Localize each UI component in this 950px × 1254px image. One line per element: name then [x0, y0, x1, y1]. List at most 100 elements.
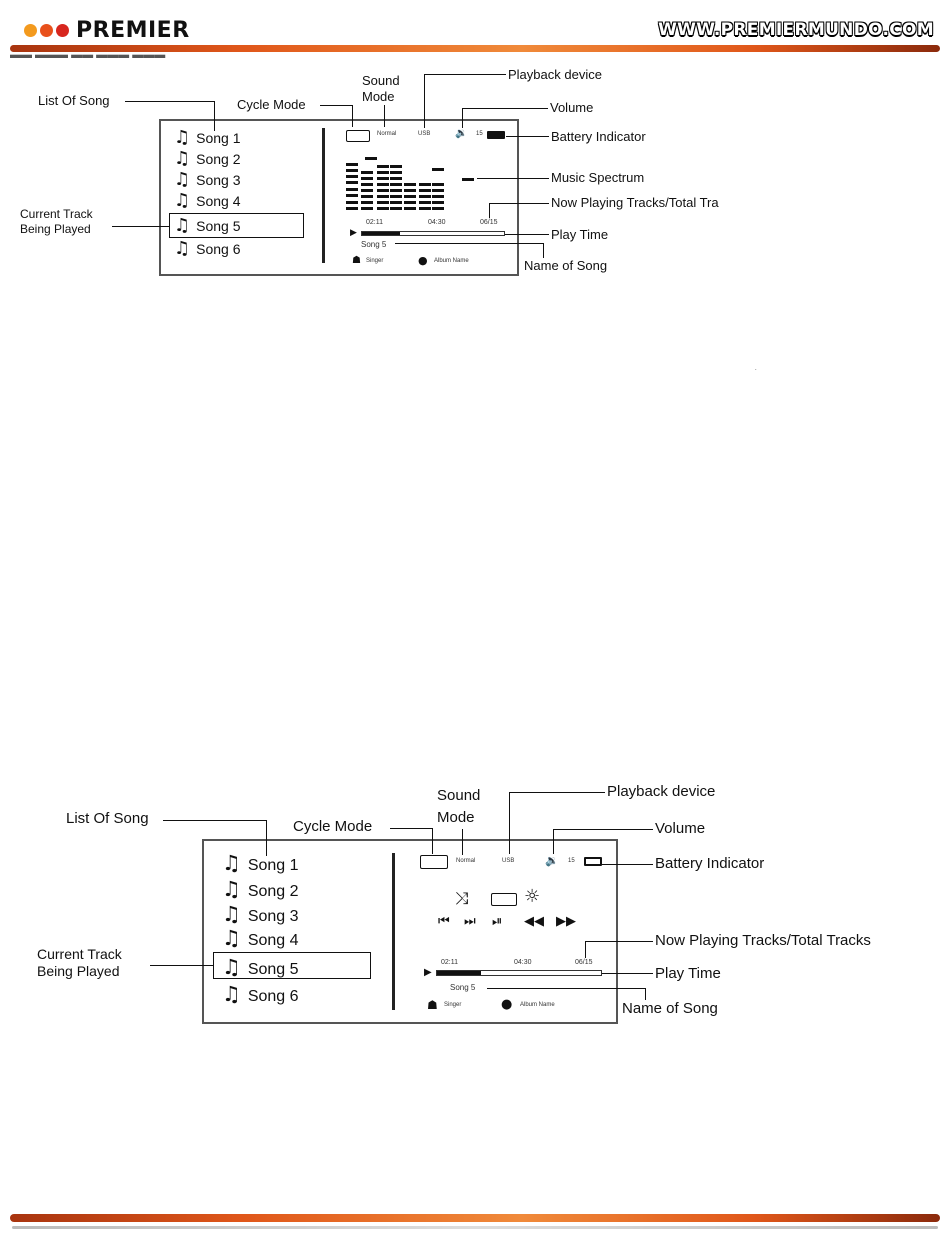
- song-item: ♫Song 2: [222, 877, 299, 901]
- logo-dot-2: [40, 24, 53, 37]
- label-current-track: Current Track Being Played: [37, 946, 122, 979]
- leader-line: [390, 828, 432, 829]
- volume-icon: 🔉: [455, 128, 468, 139]
- album-icon: ●: [418, 254, 428, 267]
- device-value: USB: [502, 858, 515, 864]
- track-count: 06/15: [480, 219, 498, 226]
- music-note-icon: ♫: [174, 169, 191, 190]
- progress-fill: [362, 232, 401, 235]
- leader-line: [163, 820, 266, 821]
- leader-line: [432, 828, 433, 854]
- music-note-icon: ♫: [174, 238, 191, 259]
- label-sound-mode: Sound Mode: [362, 73, 400, 104]
- player-screen-bottom: [202, 839, 618, 1024]
- leader-line: [509, 792, 605, 793]
- label-cycle-mode: Cycle Mode: [237, 97, 306, 112]
- song-item: ♫Song 4: [174, 190, 241, 211]
- label-battery: Battery Indicator: [551, 129, 646, 144]
- song-item: ♫Song 6: [222, 982, 299, 1006]
- song-item-current: ♫Song 5: [174, 215, 241, 236]
- song-item: ♫Song 3: [174, 169, 241, 190]
- label-volume: Volume: [550, 100, 594, 115]
- label-name-of-song: Name of Song: [524, 258, 608, 273]
- volume-icon: 🔉: [545, 854, 559, 867]
- leader-line: [489, 203, 490, 218]
- play-pause-icon: ⏯: [492, 914, 503, 929]
- singer-name: Singer: [366, 258, 384, 264]
- label-list-of-song: List Of Song: [38, 93, 110, 108]
- leader-line: [125, 101, 215, 102]
- leader-line: [585, 941, 586, 958]
- footer-accent-bar: [10, 1214, 940, 1222]
- total-time: 04:30: [514, 959, 532, 966]
- music-note-icon: ♫: [222, 902, 241, 926]
- leader-line: [424, 74, 425, 128]
- album-name: Album Name: [520, 1002, 555, 1008]
- current-track-highlight: [169, 213, 304, 238]
- progress-fill: [437, 971, 482, 975]
- music-note-icon: ♫: [174, 190, 191, 211]
- label-current-track: Current Track Being Played: [20, 207, 93, 236]
- album-name: Album Name: [434, 258, 469, 264]
- progress-bar: [361, 231, 505, 236]
- device-value: USB: [418, 131, 431, 137]
- progress-bar: [436, 970, 602, 976]
- song-item: ♫Song 1: [222, 851, 299, 875]
- song-name: Song 5: [361, 240, 387, 249]
- leader-line: [509, 792, 510, 854]
- label-sound-mode: Sound Mode: [437, 787, 481, 826]
- screen-divider: [322, 128, 325, 263]
- volume-value: 15: [476, 131, 483, 137]
- previous-icon: ⏮: [438, 914, 450, 929]
- sound-mode-value: Normal: [377, 131, 397, 137]
- leader-line: [543, 243, 544, 258]
- music-note-icon: ♫: [174, 215, 191, 236]
- label-list-of-song: List Of Song: [66, 810, 149, 827]
- leader-line: [112, 226, 169, 227]
- music-note-icon: ♫: [222, 982, 241, 1006]
- song-name: Song 5: [450, 983, 476, 992]
- label-name-of-song: Name of Song: [622, 1000, 718, 1017]
- song-item: ♫Song 4: [222, 926, 299, 950]
- music-note-icon: ♫: [222, 851, 241, 875]
- label-playback-device: Playback device: [508, 67, 602, 82]
- leader-line: [384, 105, 385, 127]
- leader-line: [602, 864, 653, 865]
- battery-icon: [487, 131, 505, 139]
- song-item: ♫Song 6: [174, 238, 241, 259]
- play-icon: ▶: [350, 228, 357, 238]
- leader-line: [150, 965, 213, 966]
- brightness-icon: ☼: [524, 886, 541, 907]
- song-item: ♫Song 1: [174, 127, 241, 148]
- album-icon: ●: [501, 997, 513, 1012]
- elapsed-time: 02:11: [441, 959, 458, 966]
- play-icon: ▶: [424, 967, 432, 978]
- volume-value: 15: [568, 858, 575, 864]
- cut-off-heading: ▬▬ ▬▬▬ ▬▬ ▬▬▬ ▬▬▬: [10, 52, 166, 58]
- song-item: ♫Song 2: [174, 148, 241, 169]
- logo-dot-1: [24, 24, 37, 37]
- label-play-time: Play Time: [655, 965, 721, 982]
- leader-line: [424, 74, 506, 75]
- leader-line: [395, 243, 543, 244]
- leader-line: [487, 988, 645, 989]
- leader-line: [462, 829, 463, 855]
- leader-line: [506, 136, 549, 137]
- label-cycle-mode: Cycle Mode: [293, 818, 373, 835]
- screen-divider: [392, 853, 395, 1010]
- music-note-icon: ♫: [222, 877, 241, 901]
- label-volume: Volume: [655, 820, 706, 837]
- leader-line: [320, 105, 352, 106]
- label-spectrum: Music Spectrum: [551, 170, 645, 185]
- cycle-mode-icon: [420, 855, 448, 869]
- leader-line: [489, 203, 549, 204]
- song-item-current: ♫Song 5: [222, 955, 299, 979]
- singer-icon: ☗: [352, 255, 361, 266]
- rewind-icon: ◀◀: [524, 914, 544, 929]
- player-screen-top: [159, 119, 519, 276]
- track-count: 06/15: [575, 959, 593, 966]
- leader-line: [352, 105, 353, 127]
- cycle-mode-icon: [346, 130, 370, 142]
- leader-line: [553, 829, 653, 830]
- leader-line: [602, 973, 653, 974]
